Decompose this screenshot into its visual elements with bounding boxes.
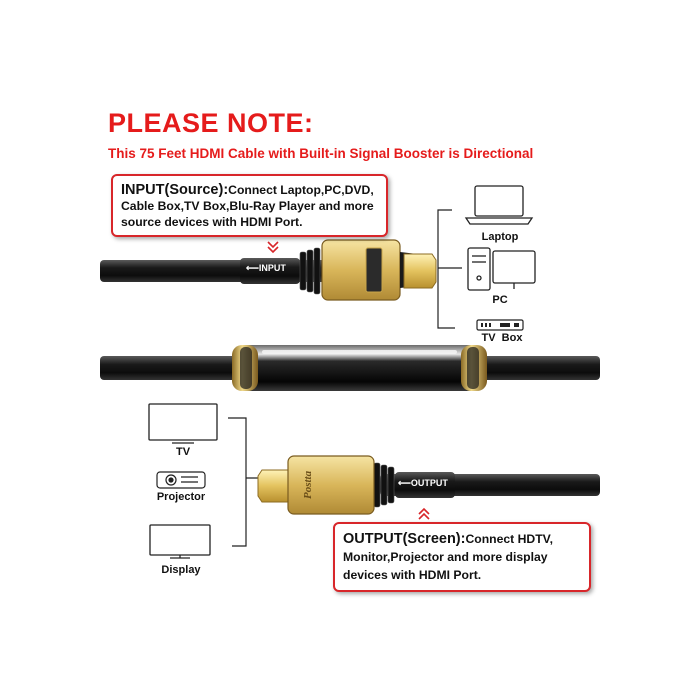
tv-icon xyxy=(148,403,218,444)
output-note-box: OUTPUT(Screen):Connect HDTV, Monitor,Pro… xyxy=(333,522,591,592)
pc-label: PC xyxy=(492,294,508,306)
tv-box-label: TV Box xyxy=(481,332,523,344)
input-note-title: INPUT(Source): xyxy=(121,182,229,198)
input-note-text: Connect Laptop,PC,DVD, Cable Box,TV Box,… xyxy=(121,183,374,229)
connector-logo: Postta xyxy=(302,470,314,500)
projector-label: Projector xyxy=(156,491,206,503)
signal-booster xyxy=(100,345,600,391)
arrow-left-icon: ⟵ xyxy=(398,478,411,488)
display-label: Display xyxy=(161,564,201,576)
tv-box-icon xyxy=(476,319,524,331)
laptop-icon xyxy=(464,185,534,225)
input-label-text: INPUT xyxy=(258,263,286,273)
input-note-box: INPUT(Source):Connect Laptop,PC,DVD, Cab… xyxy=(111,174,388,237)
pc-icon xyxy=(467,247,536,291)
page-title: PLEASE NOTE: xyxy=(108,108,314,138)
projector-icon xyxy=(156,471,206,489)
input-cable-label: ⟵INPUT xyxy=(246,263,286,274)
input-cable xyxy=(100,239,437,301)
output-note-text: Connect HDTV, Monitor,Projector and more… xyxy=(343,532,554,582)
source-bracket xyxy=(437,209,462,329)
output-note-title: OUTPUT(Screen): xyxy=(343,531,466,547)
display-icon xyxy=(149,524,211,559)
output-label-text: OUTPUT xyxy=(410,478,448,488)
arrow-left-icon: ⟵ xyxy=(246,263,259,273)
output-cable xyxy=(257,455,600,520)
tv-label: TV xyxy=(175,446,191,458)
laptop-label: Laptop xyxy=(481,231,519,243)
output-cable-label: ⟵OUTPUT xyxy=(398,478,448,489)
page-subtitle: This 75 Feet HDMI Cable with Built-in Si… xyxy=(108,146,534,161)
